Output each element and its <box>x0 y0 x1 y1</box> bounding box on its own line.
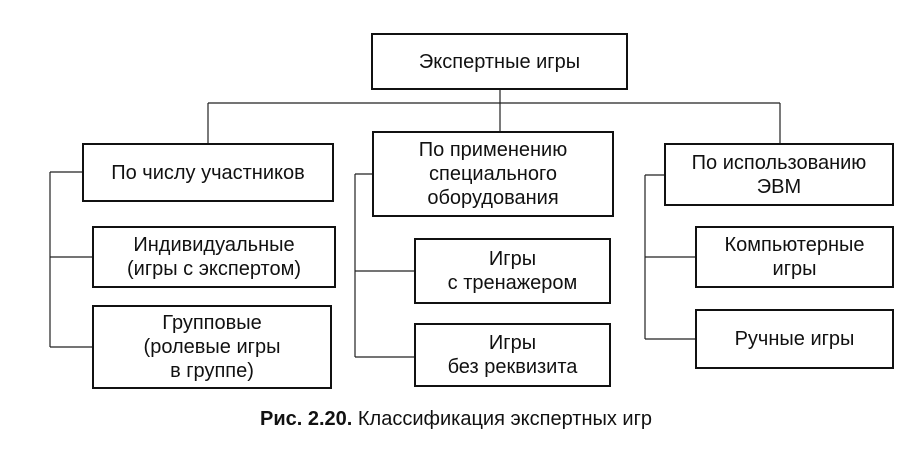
branch-participants-node: По числу участников <box>82 143 334 202</box>
individual-games-node: Индивидуальные (игры с экспертом) <box>92 226 336 288</box>
branch-equipment-line-1: По применению <box>418 139 568 161</box>
figure-caption-text: Классификация экспертных игр <box>352 408 653 430</box>
manual-games-node: Ручные игры <box>695 309 894 369</box>
no-props-games-line-1: Игры <box>488 332 537 354</box>
group-games-line-3: в группе) <box>170 360 254 382</box>
figure-caption: Рис. 2.20. Классификация экспертных игр <box>0 408 912 431</box>
root-node: Экспертные игры <box>371 33 628 90</box>
branch-equipment-node: По применению специального оборудования <box>372 131 614 217</box>
branch-equipment-line-2: специального <box>429 163 557 185</box>
branch-computer-node: По использованию ЭВМ <box>664 143 894 206</box>
branch-computer-line-2: ЭВМ <box>756 175 802 198</box>
computer-games-line-2: игры <box>772 258 817 280</box>
no-props-games-node: Игры без реквизита <box>414 323 611 387</box>
group-games-node: Групповые (ролевые игры в группе) <box>92 305 332 389</box>
no-props-games-line-2: без реквизита <box>447 356 578 378</box>
manual-games-label: Ручные игры <box>734 328 855 350</box>
simulator-games-line-2: с тренажером <box>447 272 578 294</box>
group-games-line-2: (ролевые игры <box>143 336 281 358</box>
simulator-games-node: Игры с тренажером <box>414 238 611 304</box>
figure-caption-number: Рис. 2.20. <box>259 408 353 430</box>
branch-participants-label: По числу участников <box>111 161 305 184</box>
group-games-line-1: Групповые <box>162 312 262 334</box>
individual-games-line-1: Индивидуальные <box>133 234 295 256</box>
branch-equipment-line-3: оборудования <box>427 187 559 209</box>
branch-computer-line-1: По использованию <box>691 151 867 174</box>
computer-games-line-1: Компьютерные <box>724 234 865 256</box>
simulator-games-line-1: Игры <box>488 248 537 270</box>
root-node-label: Экспертные игры <box>418 50 581 73</box>
computer-games-node: Компьютерные игры <box>695 226 894 288</box>
individual-games-line-2: (игры с экспертом) <box>126 258 302 280</box>
